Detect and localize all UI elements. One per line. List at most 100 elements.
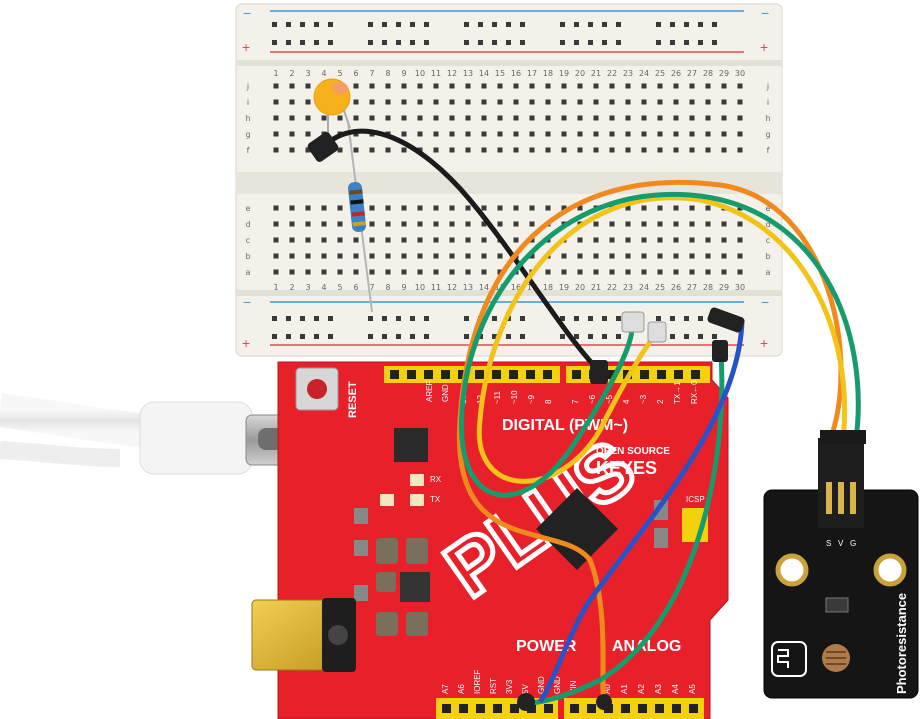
digital-pin-label: 7 (571, 399, 580, 404)
row-letter: b (245, 252, 250, 261)
rail-plus-top-right: + (760, 39, 768, 55)
row-letter: j (246, 82, 249, 91)
tx-led (410, 494, 424, 506)
column-number: 30 (735, 283, 745, 292)
column-number: 23 (623, 69, 633, 78)
column-number: 15 (495, 69, 505, 78)
power-pin-label: RST (489, 678, 498, 694)
analog-pin-label: A2 (637, 684, 646, 694)
digital-pin-label: ~6 (588, 394, 597, 404)
capacitor-3 (376, 572, 396, 592)
digital-pin-label: TX→1 (673, 381, 682, 404)
digital-pin-label: 2 (656, 399, 665, 404)
rail-minus-top-right: − (761, 5, 769, 21)
capacitor-5 (406, 612, 428, 636)
column-number: 1 (273, 283, 278, 292)
row-letter: f (767, 146, 770, 155)
photoresistor-sensor (822, 644, 850, 672)
column-number: 24 (639, 283, 649, 292)
reset-label: RESET (347, 381, 359, 418)
column-number: 4 (321, 69, 326, 78)
rx-label: RX (430, 475, 442, 484)
column-number: 11 (431, 283, 441, 292)
column-number: 29 (719, 283, 729, 292)
analog-pin-label: A4 (671, 684, 680, 694)
column-number: 29 (719, 69, 729, 78)
row-letter: c (246, 236, 250, 245)
power-pin-label: GND (537, 676, 546, 694)
row-letter: a (766, 268, 771, 277)
digital-pin-label: ~3 (639, 394, 648, 404)
column-number: 21 (591, 283, 601, 292)
tx-label: TX (430, 495, 441, 504)
gnd-label-top: GND (441, 384, 450, 402)
row-letter: h (245, 114, 250, 123)
rail-plus-bottom-left: + (242, 335, 250, 351)
row-letter: e (766, 204, 771, 213)
wire-orange (456, 179, 844, 701)
dc-power-jack (251, 598, 356, 672)
column-number: 19 (559, 69, 569, 78)
power-pin-label: GND (553, 676, 562, 694)
row-letter: j (766, 82, 769, 91)
column-number: 12 (447, 283, 457, 292)
module-label: Photoresistance (894, 593, 909, 694)
rail-minus-bottom-right: − (761, 294, 769, 310)
rail-plus-top-left: + (242, 39, 250, 55)
column-number: 14 (479, 283, 489, 292)
column-number: 12 (447, 69, 457, 78)
column-number: 28 (703, 283, 713, 292)
row-letter: h (765, 114, 770, 123)
column-number: 30 (735, 69, 745, 78)
row-letter: i (767, 98, 769, 107)
column-number: 3 (305, 283, 310, 292)
column-number: 10 (415, 283, 425, 292)
column-number: 18 (543, 69, 553, 78)
column-number: 14 (479, 69, 489, 78)
row-letter: f (247, 146, 250, 155)
column-number: 13 (463, 69, 473, 78)
column-number: 28 (703, 69, 713, 78)
capacitor-4 (376, 612, 398, 636)
aref-label: AREF (425, 381, 434, 402)
column-number: 22 (607, 69, 617, 78)
capacitor-1 (376, 538, 398, 564)
analog-pin-label: A1 (620, 684, 629, 694)
module-pin-label: G (850, 539, 856, 548)
column-number: 6 (353, 283, 358, 292)
column-number: 17 (527, 283, 537, 292)
row-letter: b (765, 252, 770, 261)
analog-pin-label: A0 (603, 684, 612, 694)
rx-led (410, 474, 424, 486)
column-number: 9 (401, 283, 406, 292)
column-number: 27 (687, 283, 697, 292)
power-pin-label: A7 (441, 684, 450, 694)
column-number: 16 (511, 283, 521, 292)
icsp-label: ICSP (686, 495, 705, 504)
wire-blue (537, 319, 745, 704)
column-number: 19 (559, 283, 569, 292)
column-number: 5 (337, 283, 342, 292)
digital-pin-label: 8 (544, 399, 553, 404)
column-number: 20 (575, 69, 585, 78)
power-pin-label: IOREF (473, 669, 482, 694)
analog-label: ANALOG (612, 638, 681, 655)
column-number: 8 (385, 283, 390, 292)
main-mcu-chip (535, 487, 619, 571)
power-label: POWER (516, 638, 577, 655)
column-number: 5 (337, 69, 342, 78)
silkscreen-ldr-symbol (771, 641, 807, 677)
column-number: 18 (543, 283, 553, 292)
column-number: 25 (655, 69, 665, 78)
row-letter: e (246, 204, 251, 213)
column-number: 27 (687, 69, 697, 78)
digital-pin-label: ~9 (527, 394, 536, 404)
